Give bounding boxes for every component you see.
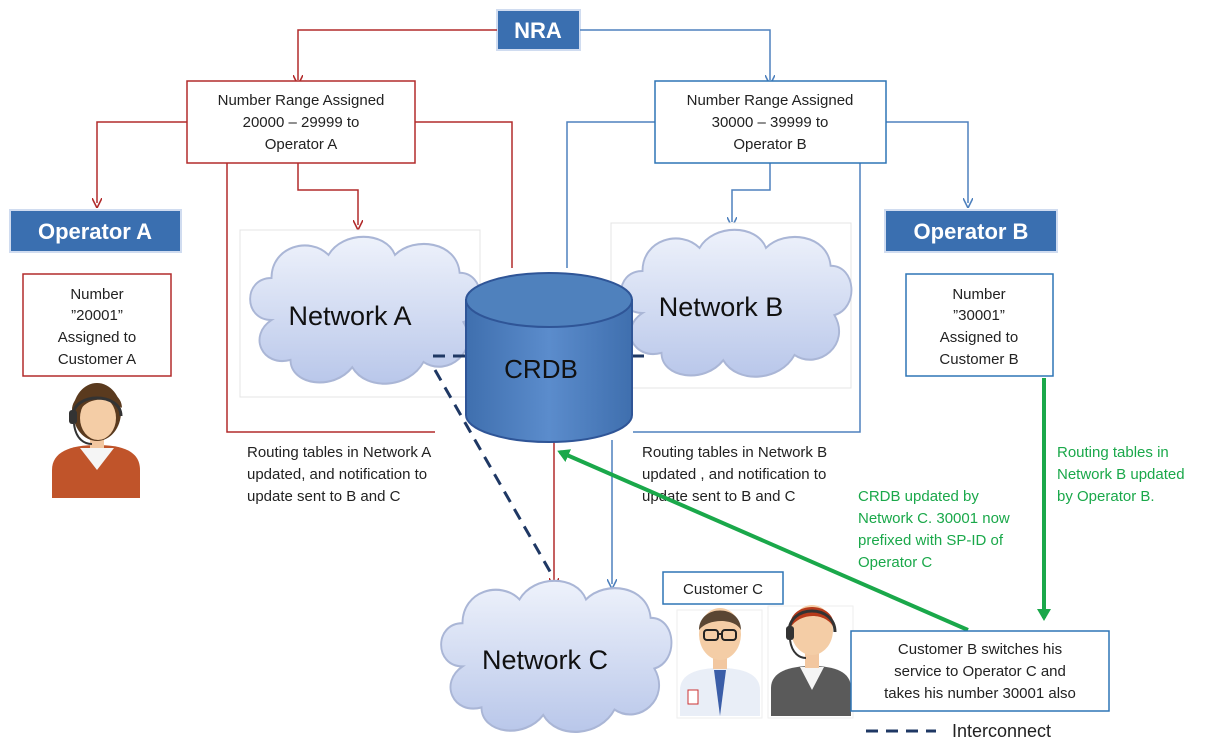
switch-line-1: Customer B switches his (898, 641, 1062, 658)
routing-a-line-2: updated, and notification to (247, 466, 427, 483)
number-box-b: Number ”30001” Assigned to Customer B (905, 273, 1054, 377)
crdb-note-line-1: CRDB updated by (858, 488, 979, 505)
crdb-cylinder: CRDB (465, 272, 633, 443)
number-a-line-4: Customer A (58, 351, 136, 368)
crdb-note-line-3: prefixed with SP-ID of (858, 532, 1004, 549)
op-b-note-line-3: by Operator B. (1057, 488, 1155, 505)
range-a-line-2: 20000 – 29999 to (243, 114, 360, 131)
operator-a-label: Operator A (38, 219, 152, 244)
customer-b-switch-box: Customer B switches his service to Opera… (850, 630, 1110, 712)
number-b-line-2: ”30001” (953, 307, 1005, 324)
range-b-line-2: 30000 – 39999 to (712, 114, 829, 131)
range-box-a: Number Range Assigned 20000 – 29999 to O… (186, 80, 416, 164)
crdb-note-line-4: Operator C (858, 554, 932, 571)
range-box-b: Number Range Assigned 30000 – 39999 to O… (654, 80, 887, 164)
customer-c-avatar-2 (767, 605, 854, 719)
routing-a-line-1: Routing tables in Network A (247, 444, 431, 461)
operator-a-header: Operator A (9, 209, 182, 253)
operator-b-header: Operator B (884, 209, 1058, 253)
number-a-line-2: ”20001” (71, 307, 123, 324)
routing-b-line-1: Routing tables in Network B (642, 444, 827, 461)
number-b-line-4: Customer B (939, 351, 1018, 368)
nra-box: NRA (496, 9, 581, 51)
op-b-note-line-2: Network B updated (1057, 466, 1185, 483)
operator-a-links (97, 29, 554, 583)
number-a-line-1: Number (70, 286, 123, 303)
crdb-note-line-2: Network C. 30001 now (858, 510, 1010, 527)
operator-b-label: Operator B (914, 219, 1029, 244)
legend: Interconnect (866, 721, 1051, 741)
range-a-line-3: Operator A (265, 136, 338, 153)
range-a-line-1: Number Range Assigned (218, 92, 385, 109)
legend-interconnect-label: Interconnect (952, 721, 1051, 741)
customer-c-box: Customer C (662, 571, 784, 605)
interconnect-lines (433, 354, 646, 576)
switch-line-3: takes his number 30001 also (884, 685, 1076, 702)
routing-b-line-2: updated , and notification to (642, 466, 826, 483)
network-a-label: Network A (288, 301, 411, 331)
routing-note-operator-b: Routing tables in Network B updated by O… (1057, 444, 1185, 505)
routing-a-line-3: update sent to B and C (247, 488, 401, 505)
crdb-label: CRDB (504, 354, 578, 384)
operator-b-links (566, 29, 968, 584)
crdb-update-note: CRDB updated by Network C. 30001 now pre… (858, 488, 1010, 571)
routing-note-a: Routing tables in Network A updated, and… (247, 444, 431, 505)
customer-c-avatar-1 (676, 608, 763, 719)
switch-line-2: service to Operator C and (894, 663, 1066, 680)
routing-note-b: Routing tables in Network B updated , an… (642, 444, 827, 505)
range-b-line-1: Number Range Assigned (687, 92, 854, 109)
network-c-label: Network C (482, 645, 608, 675)
network-b-label: Network B (659, 292, 784, 322)
range-b-line-3: Operator B (733, 136, 806, 153)
number-a-line-3: Assigned to (58, 329, 136, 346)
customer-c-label: Customer C (683, 581, 763, 598)
op-b-note-line-1: Routing tables in (1057, 444, 1169, 461)
number-box-a: Number ”20001” Assigned to Customer A (22, 273, 172, 377)
customer-a-avatar (52, 383, 140, 498)
routing-b-line-3: update sent to B and C (642, 488, 796, 505)
number-b-line-3: Assigned to (940, 329, 1018, 346)
number-b-line-1: Number (952, 286, 1005, 303)
nra-label: NRA (514, 18, 562, 43)
green-arrows (557, 378, 1051, 632)
